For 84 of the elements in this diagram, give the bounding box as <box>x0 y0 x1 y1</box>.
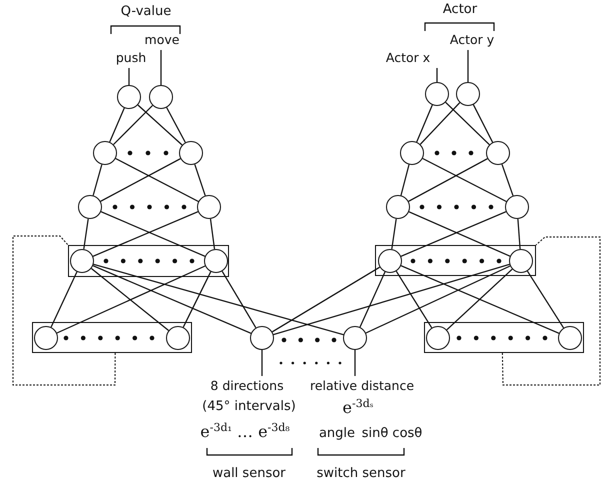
connection-line <box>366 265 510 334</box>
connection-line <box>472 104 494 143</box>
leader-line <box>436 68 438 82</box>
connection-line <box>182 272 212 328</box>
text-label: Actor <box>442 1 478 19</box>
leader-line <box>160 50 162 85</box>
connection-line <box>391 218 397 250</box>
neuron-circle <box>34 326 58 350</box>
connection-line <box>83 218 89 250</box>
connection-line <box>272 266 380 332</box>
layer-box <box>424 322 584 353</box>
neuron-circle <box>204 248 228 273</box>
neuron-circle <box>456 82 480 106</box>
neuron-circle <box>78 195 102 219</box>
neuron-circle <box>179 141 203 165</box>
connection-line <box>526 270 564 328</box>
neuron-circle <box>558 326 582 350</box>
connection-line <box>416 104 433 142</box>
connection-line <box>222 271 256 328</box>
output-label: move <box>140 32 184 48</box>
neuron-circle <box>505 195 529 219</box>
leader-line <box>354 350 356 376</box>
neuron-circle <box>425 82 449 106</box>
layer-box <box>68 245 229 277</box>
neuron-circle <box>426 326 450 350</box>
neuron-circle <box>149 85 173 109</box>
connection-line <box>501 164 514 196</box>
connection-line <box>92 265 252 334</box>
leader-line <box>467 50 469 82</box>
connection-line <box>56 265 206 334</box>
connection-line <box>400 265 560 334</box>
output-label: relative distance <box>304 378 420 394</box>
text-label: wall sensor <box>212 465 286 483</box>
connection-line <box>446 268 513 330</box>
connection-line <box>422 158 507 202</box>
connection-line <box>400 164 410 196</box>
recurrent-connection <box>12 236 116 386</box>
neuron-circle <box>70 248 94 273</box>
connection-line <box>91 268 169 331</box>
output-label: Actor y <box>444 32 500 48</box>
layer-box <box>32 322 192 353</box>
connection-line <box>50 272 78 328</box>
connection-line <box>445 102 490 146</box>
leader-line <box>261 350 263 376</box>
neuron-circle <box>400 141 424 165</box>
neuron-circle <box>166 326 190 350</box>
text-label: (45° intervals) <box>202 398 296 416</box>
neuron-circle <box>117 85 141 109</box>
connection-line <box>408 158 488 202</box>
neuron-circle <box>386 195 410 219</box>
connection-line <box>166 107 186 143</box>
layer-box <box>375 245 536 276</box>
output-label: Actor x <box>380 50 436 66</box>
neuron-circle <box>486 141 510 165</box>
output-label: push <box>108 50 154 66</box>
neuron-circle <box>93 141 117 165</box>
neuron-circle <box>197 195 221 219</box>
connection-line <box>210 218 216 250</box>
leader-line <box>128 68 130 85</box>
recurrent-connection <box>502 236 600 386</box>
connection-line <box>113 105 153 145</box>
neuron-circle <box>343 326 367 350</box>
formula-label: e$^{-3dₛ}$ <box>342 399 374 417</box>
connection-line <box>93 264 344 336</box>
connection-line <box>396 270 432 328</box>
connection-line <box>517 218 521 250</box>
connection-line <box>194 164 206 196</box>
text-label: sinθ cosθ <box>362 425 422 443</box>
connection-line <box>359 272 386 328</box>
connection-line <box>420 102 460 145</box>
output-label: 8 directions <box>197 378 297 394</box>
text-label: switch sensor <box>316 465 406 483</box>
text-label: Q-value <box>120 3 172 21</box>
connection-line <box>92 164 102 196</box>
neuron-circle <box>250 326 274 350</box>
connection-line <box>138 104 182 146</box>
neuron-circle <box>378 248 402 273</box>
connection-line <box>100 158 181 202</box>
text-label: angle <box>318 425 356 443</box>
connection-line <box>115 158 199 202</box>
neuron-circle <box>508 248 533 273</box>
connection-line <box>273 264 510 336</box>
connection-line <box>109 108 125 142</box>
formula-label: e$^{-3d₁}$ … e$^{-3d₈}$ <box>200 423 290 441</box>
